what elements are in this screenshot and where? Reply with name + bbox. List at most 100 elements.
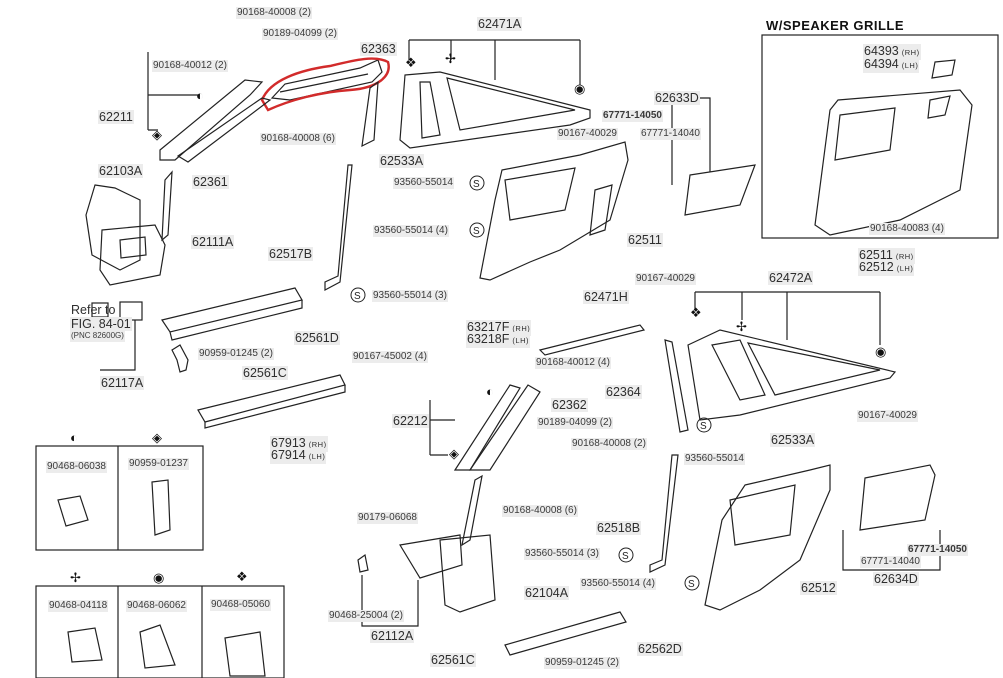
screw-s-symbol: S bbox=[684, 575, 700, 591]
label-62104A: 62104A bbox=[524, 586, 570, 600]
legend-90468-06062: 90468-06062 bbox=[126, 600, 187, 612]
label-67771-14050-bot: 67771-14050 bbox=[907, 544, 968, 556]
four-dot-clip-icon: ❖ bbox=[236, 569, 248, 584]
half-circle-clip-icon: ◐ bbox=[70, 430, 78, 445]
label-93560-55014-3: 93560-55014 (3) bbox=[372, 290, 448, 302]
part-number: 64394 bbox=[864, 57, 899, 71]
label-90168-40008-2: 90168-40008 (2) bbox=[236, 7, 312, 19]
diamond-circle-clip-icon: ◈ bbox=[152, 127, 162, 142]
label-90168-40083-4: 90168-40083 (4) bbox=[869, 223, 945, 235]
label-90468-25004-2: 90468-25004 (2) bbox=[328, 610, 404, 622]
part-number: 62511 bbox=[859, 248, 893, 262]
part-number: 63217F bbox=[467, 320, 510, 334]
part-64393-speaker-grille bbox=[931, 59, 956, 79]
part-62562D-scuff-plate bbox=[504, 611, 627, 656]
part-62471A-quarter-garnish bbox=[399, 39, 591, 149]
label-62112A: 62112A bbox=[370, 629, 415, 643]
part-62517B-trim bbox=[324, 164, 353, 291]
label-90189-04099-2-mid: 90189-04099 (2) bbox=[537, 417, 613, 429]
label-62363: 62363 bbox=[360, 42, 397, 56]
screw-s-symbol: S bbox=[469, 222, 485, 238]
clip-90468-04118-drawing bbox=[67, 627, 103, 663]
part-90959-01245-clip-left bbox=[171, 344, 189, 373]
part-62104A-kick-panel bbox=[357, 474, 496, 627]
four-dot-clip-icon: ❖ bbox=[690, 305, 702, 320]
label-62362: 62362 bbox=[551, 398, 588, 412]
svg-text:S: S bbox=[622, 551, 629, 562]
label-93560-55014-3-mid: 93560-55014 (3) bbox=[524, 548, 600, 560]
part-62212-pillar-garnish bbox=[429, 384, 541, 471]
clip-90959-01237-drawing bbox=[151, 479, 171, 536]
label-62117A: 62117A bbox=[100, 376, 145, 390]
side-lh: (LH) bbox=[901, 61, 919, 70]
part-62633D-quarter-glass bbox=[684, 164, 756, 216]
clip-legend-bottom-frame bbox=[35, 585, 285, 678]
label-62512: 62512 bbox=[800, 581, 837, 595]
side-lh: (LH) bbox=[308, 452, 326, 461]
side-lh: (LH) bbox=[512, 336, 529, 345]
part-62634D-glass-panel bbox=[859, 464, 936, 531]
label-67771-14040: 67771-14040 bbox=[640, 128, 701, 140]
part-63217F-scuff bbox=[538, 324, 646, 356]
diamond-circle-clip-icon: ◈ bbox=[449, 446, 459, 461]
part-number: 63218F bbox=[467, 332, 510, 346]
clip-90468-06062-drawing bbox=[139, 624, 176, 669]
label-62511: 62511 bbox=[627, 233, 663, 247]
part-62111A-kick-panel bbox=[85, 170, 173, 286]
part-62363-rail bbox=[361, 80, 379, 148]
side-rh: (RH) bbox=[512, 324, 531, 333]
pinwheel-clip-icon: ✢ bbox=[70, 570, 81, 585]
label-90959-01245-2: 90959-01245 (2) bbox=[198, 348, 274, 360]
label-62512-lh: 62512(LH) bbox=[858, 260, 915, 276]
label-67914-lh: 67914(LH) bbox=[270, 448, 327, 464]
highlight-outline-62363 bbox=[260, 57, 390, 112]
screw-s-symbol: S bbox=[350, 287, 366, 303]
label-62361: 62361 bbox=[192, 175, 229, 189]
part-number: 67914 bbox=[271, 448, 306, 462]
side-lh: (LH) bbox=[896, 264, 914, 273]
part-62511-speaker-trim bbox=[814, 89, 973, 236]
legend-90468-05060: 90468-05060 bbox=[210, 599, 271, 611]
side-rh: (RH) bbox=[308, 440, 327, 449]
label-62517B: 62517B bbox=[268, 247, 314, 261]
label-refer-to: Refer to bbox=[71, 303, 116, 317]
ring-clip-icon: ◉ bbox=[153, 570, 165, 585]
label-62471A: 62471A bbox=[477, 17, 523, 31]
legend-90468-04118: 90468-04118 bbox=[48, 600, 109, 612]
ring-clip-icon: ◉ bbox=[875, 344, 887, 359]
label-62518B: 62518B bbox=[596, 521, 642, 535]
part-67913-step-plate bbox=[197, 374, 346, 429]
label-62561C: 62561C bbox=[242, 366, 288, 380]
part-number: 64393 bbox=[864, 44, 899, 58]
part-62512-quarter-trim bbox=[704, 464, 831, 611]
legend-90959-01237: 90959-01237 bbox=[128, 458, 189, 470]
label-62212: 62212 bbox=[392, 414, 429, 428]
label-93560-55014-mid: 93560-55014 bbox=[684, 453, 745, 465]
label-62111A: 62111A bbox=[191, 235, 235, 249]
label-67771-14040-bot: 67771-14040 bbox=[860, 556, 921, 568]
screw-s-symbol: S bbox=[618, 547, 634, 563]
label-62471H: 62471H bbox=[583, 290, 629, 304]
side-rh: (RH) bbox=[901, 48, 920, 57]
label-90168-40008-6: 90168-40008 (6) bbox=[260, 133, 336, 145]
four-dot-clip-icon: ❖ bbox=[405, 55, 417, 70]
legend-90468-06038: 90468-06038 bbox=[46, 461, 107, 473]
label-90168-40008-6-mid: 90168-40008 (6) bbox=[502, 505, 578, 517]
pinwheel-clip-icon: ✢ bbox=[736, 319, 747, 334]
pinwheel-clip-icon: ✢ bbox=[445, 51, 456, 66]
ring-clip-icon: ◉ bbox=[574, 81, 586, 96]
label-62633D: 62633D bbox=[654, 91, 700, 105]
svg-text:S: S bbox=[700, 421, 707, 432]
diamond-circle-clip-icon: ◈ bbox=[152, 430, 162, 445]
part-number: 67913 bbox=[271, 436, 306, 450]
label-90189-04099-2: 90189-04099 (2) bbox=[262, 28, 338, 40]
part-62561D-scuff-plate bbox=[161, 287, 303, 341]
label-93560-55014-4-mid: 93560-55014 (4) bbox=[580, 578, 656, 590]
label-62561D: 62561D bbox=[294, 331, 340, 345]
clip-legend-top-frame bbox=[35, 445, 204, 551]
svg-text:S: S bbox=[473, 226, 480, 237]
svg-text:S: S bbox=[473, 179, 480, 190]
part-62472A-quarter-garnish bbox=[687, 291, 897, 421]
svg-text:S: S bbox=[354, 291, 361, 302]
